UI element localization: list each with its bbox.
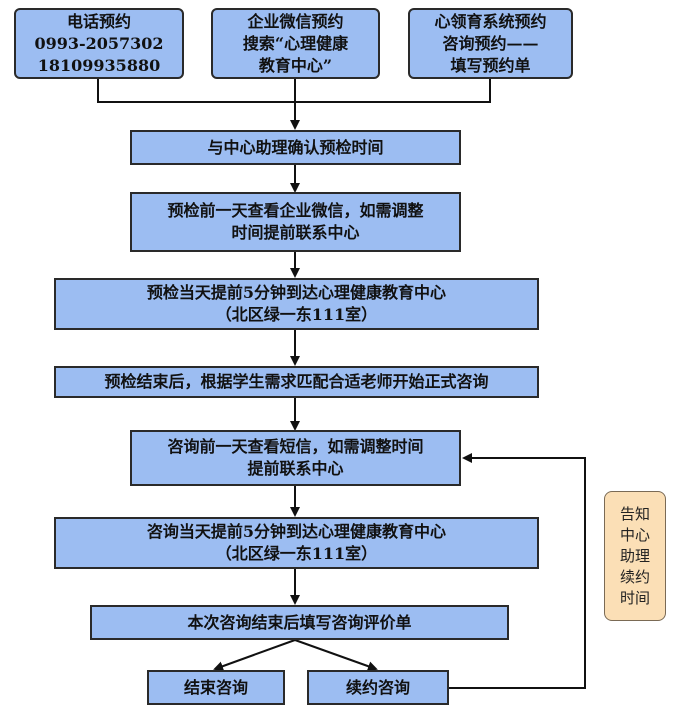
consult-same-day-box: 咨询当天提前5分钟到达心理健康教育中心 （北区绿一东111室） bbox=[54, 517, 539, 569]
phone-booking-box: 电话预约 0993-2057302 18109935880 bbox=[14, 8, 184, 79]
wechat-booking-box: 企业微信预约 搜索“心理健康 教育中心” bbox=[211, 8, 380, 79]
confirm-time-box: 与中心助理确认预检时间 bbox=[130, 130, 461, 165]
system-booking-box: 心领育系统预约 咨询预约—— 填写预约单 bbox=[408, 8, 573, 79]
pre-check-day-before-box: 预检前一天查看企业微信，如需调整 时间提前联系中心 bbox=[130, 192, 461, 252]
end-consult-box: 结束咨询 bbox=[147, 670, 285, 705]
pre-check-same-day-box: 预检当天提前5分钟到达心理健康教育中心 （北区绿一东111室） bbox=[54, 278, 539, 330]
arrow-to-end bbox=[213, 639, 296, 671]
evaluation-box: 本次咨询结束后填写咨询评价单 bbox=[90, 605, 509, 640]
arrow-to-renew bbox=[294, 639, 378, 672]
loop-renew-to-consult bbox=[449, 453, 586, 689]
notify-renew-time-note: 告知 中心 助理 续约 时间 bbox=[604, 491, 666, 621]
after-pre-check-box: 预检结束后，根据学生需求匹配合适老师开始正式咨询 bbox=[54, 366, 539, 398]
consult-day-before-box: 咨询前一天查看短信，如需调整时间 提前联系中心 bbox=[130, 430, 461, 486]
renew-consult-box: 续约咨询 bbox=[307, 670, 449, 705]
